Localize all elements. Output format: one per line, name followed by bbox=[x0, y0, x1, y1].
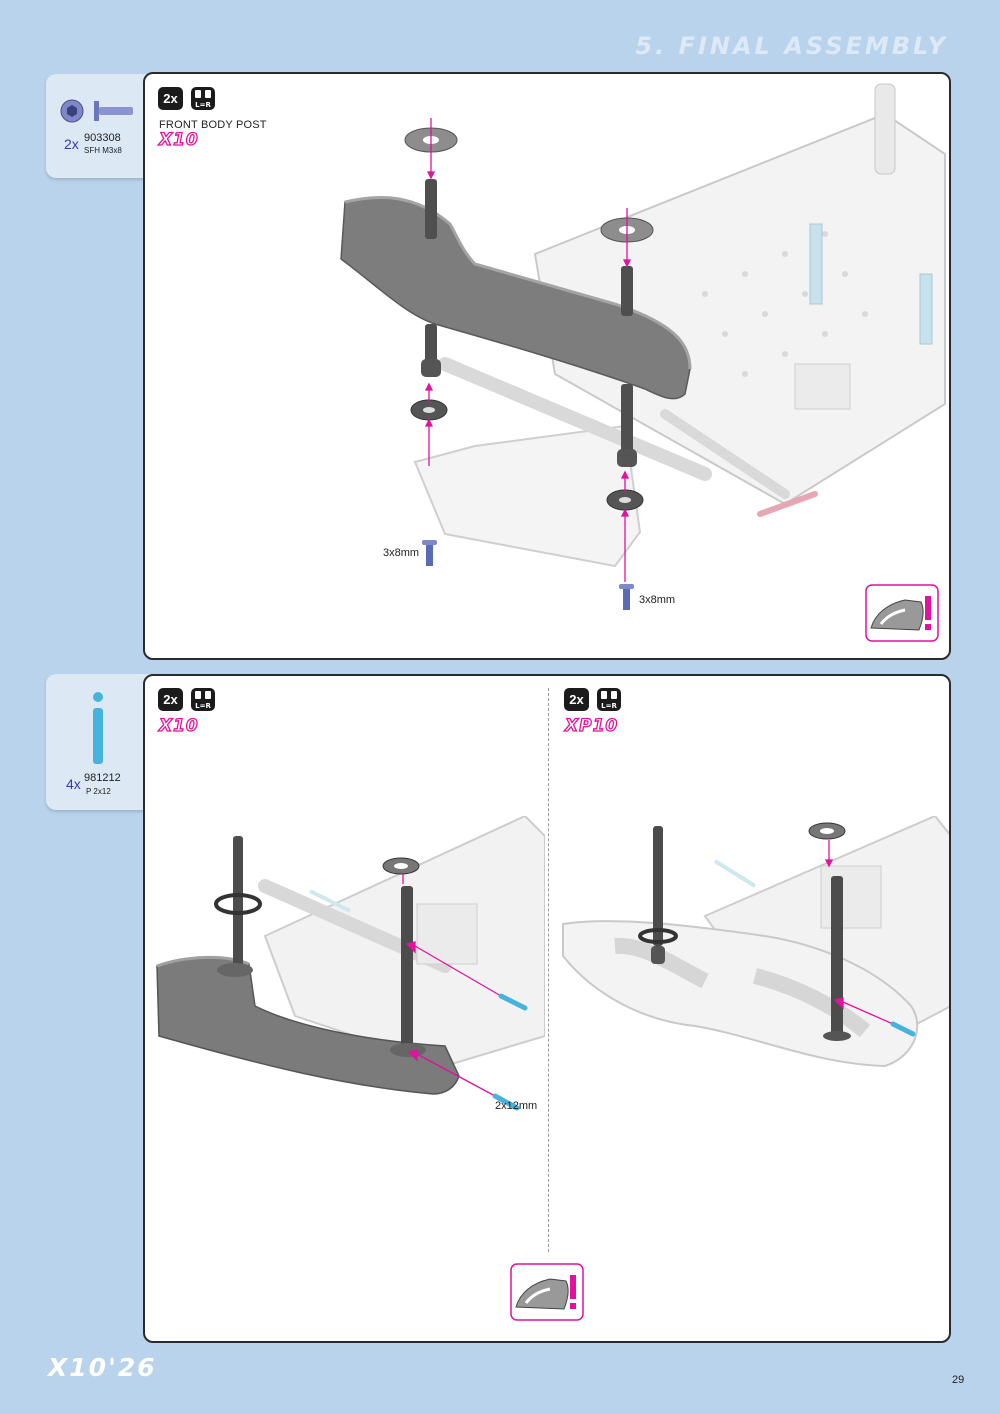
step1-panel: 2x L=R FRONT BODY POST X10 bbox=[143, 72, 951, 660]
svg-text:L=R: L=R bbox=[195, 101, 211, 109]
parts-tab-step1: 2x 903308 SFH M3x8 bbox=[46, 74, 158, 178]
qty-badge: 2x bbox=[158, 87, 183, 110]
parts-tab-step2: 4x 981212 P 2x12 bbox=[46, 674, 158, 810]
model-label: XP10 bbox=[564, 715, 619, 736]
footer-logo: X10'26 bbox=[48, 1353, 157, 1382]
qty-badge: 2x bbox=[564, 688, 589, 711]
screw-icon bbox=[60, 99, 133, 123]
svg-text:L=R: L=R bbox=[195, 702, 211, 710]
step2-panel: 2x L=R X10 2x L=R XP10 bbox=[143, 674, 951, 1343]
left-right-icon: L=R bbox=[191, 87, 215, 110]
section-title: 5. FINAL ASSEMBLY bbox=[635, 32, 948, 60]
screw-3x8-left bbox=[422, 540, 437, 566]
part-number: 981212 bbox=[84, 772, 121, 784]
body-warning-icon bbox=[510, 1263, 584, 1321]
dimension-label: 3x8mm bbox=[383, 547, 420, 559]
model-label: X10 bbox=[158, 129, 199, 150]
left-right-icon: L=R bbox=[191, 688, 215, 711]
part-qty: 4x bbox=[66, 776, 81, 792]
xp10-body-post-diagram bbox=[562, 816, 949, 1068]
dimension-label: 2x12mm bbox=[495, 1100, 538, 1112]
screw-3x8-right bbox=[619, 584, 634, 610]
svg-text:L=R: L=R bbox=[601, 702, 617, 710]
dimension-label: 3x8mm bbox=[639, 594, 676, 606]
part-desc: P 2x12 bbox=[86, 787, 111, 796]
step-title: FRONT BODY POST bbox=[159, 119, 267, 131]
part-desc: SFH M3x8 bbox=[84, 146, 122, 155]
part-number: 903308 bbox=[84, 132, 121, 144]
part-qty: 2x bbox=[64, 136, 79, 152]
left-right-icon: L=R bbox=[597, 688, 621, 711]
x10-body-post-diagram bbox=[156, 816, 545, 1111]
front-body-post-diagram bbox=[340, 83, 946, 610]
section-divider bbox=[548, 688, 549, 1252]
body-warning-icon bbox=[865, 584, 939, 642]
page-number: 29 bbox=[952, 1374, 965, 1386]
model-label: X10 bbox=[158, 715, 199, 736]
pin-icon bbox=[93, 692, 103, 764]
qty-badge: 2x bbox=[158, 688, 183, 711]
